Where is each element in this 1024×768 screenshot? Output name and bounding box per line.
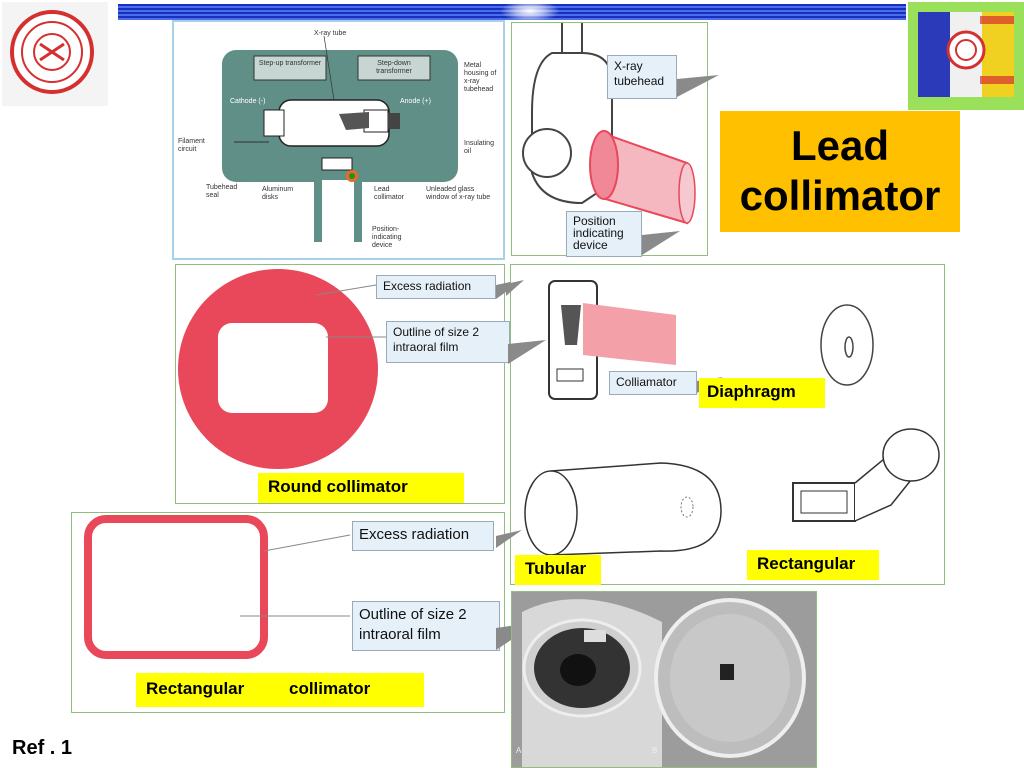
title-box: Lead collimator <box>720 111 960 232</box>
label-round-collimator: Round collimator <box>258 473 464 503</box>
callout-pointer <box>496 530 522 548</box>
round-collimator-panel: Excess radiation Outline of size 2 intra… <box>175 264 524 504</box>
collimator-types-drawing <box>524 280 940 556</box>
label-anode: Anode (+) <box>400 98 431 105</box>
collimator-photo <box>512 592 816 767</box>
label-unleaded-glass: Unleaded glass window of x-ray tube <box>426 186 491 201</box>
label-step-up: Step-up transformer <box>258 60 322 67</box>
callout-pointer <box>677 75 719 97</box>
banner-glow <box>500 0 560 22</box>
title-line2: collimator <box>739 172 941 219</box>
label-aluminum-disks: Aluminum disks <box>262 186 294 201</box>
label-tubehead-seal: Tubehead seal <box>206 184 238 199</box>
callout-pointer <box>642 231 680 255</box>
tubehead-illustration <box>522 23 696 225</box>
tubehead-diagram <box>222 35 458 242</box>
label-rectangular-collimator: Rectangular collimator <box>136 673 424 707</box>
tubehead-diagram-panel: X-ray tube Step-up transformer Step-down… <box>172 20 505 260</box>
label-tubular: Tubular <box>515 555 601 585</box>
reference-label: Ref . 1 <box>12 737 73 759</box>
callout-pointer <box>508 340 546 364</box>
round-collimator-drawing <box>178 269 386 469</box>
label-filament: Filament circuit <box>178 138 205 153</box>
title-line1: Lead <box>790 122 890 169</box>
callout-pointer <box>506 280 524 296</box>
callout-outline-film: Outline of size 2 intraoral film <box>386 321 510 363</box>
callout-colliamator: Colliamator <box>609 371 697 395</box>
label-cathode: Cathode (-) <box>230 98 266 105</box>
label-rectangular: Rectangular <box>747 550 879 580</box>
callout-excess-radiation: Excess radiation <box>376 275 496 299</box>
collimator-types-panel: Colliamator Diaphragm Tubular Rectangula… <box>510 264 945 585</box>
school-emblem-right <box>908 2 1024 110</box>
label-step-down: Step-down transformer <box>376 60 412 75</box>
label-pid: Position-indicating device <box>372 226 402 249</box>
collimator-photo-panel: A B <box>511 591 817 768</box>
label-metal-housing: Metal housing of x-ray tubehead <box>464 62 497 93</box>
photo-label-b: B <box>652 746 658 755</box>
callout-xray-tubehead: X-ray tubehead <box>607 55 677 99</box>
label-insulating-oil: Insulating oil <box>464 140 494 155</box>
school-emblem-left <box>2 2 108 106</box>
label-lead-collimator: Lead collimator <box>374 186 404 201</box>
rect-collimator-panel: Excess radiation Outline of size 2 intra… <box>71 512 505 713</box>
callout-pid: Position indicating device <box>566 211 642 257</box>
emblem-flag-icon <box>918 12 1014 97</box>
callout-excess-radiation: Excess radiation <box>352 521 494 551</box>
emblem-seal-icon <box>10 10 94 94</box>
photo-label-a: A <box>516 746 522 755</box>
label-diaphragm: Diaphragm <box>699 378 825 408</box>
label-xray-tube: X-ray tube <box>314 30 347 37</box>
callout-outline-film: Outline of size 2 intraoral film <box>352 601 500 651</box>
rect-collimator-drawing <box>84 515 351 659</box>
tubehead-photo-panel: X-ray tubehead Position indicating devic… <box>511 22 719 257</box>
